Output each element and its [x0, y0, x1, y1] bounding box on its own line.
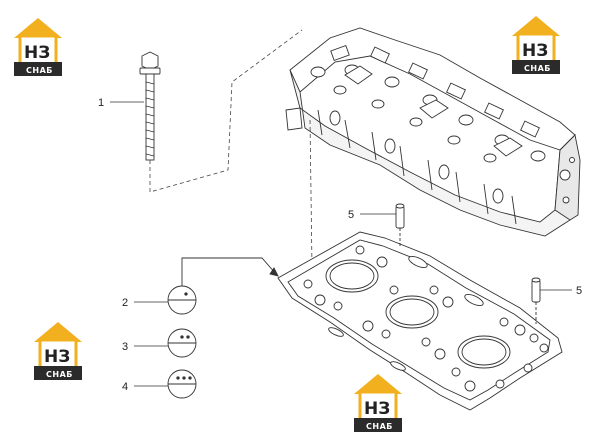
- logo-bottom-text: СНАБ: [26, 66, 53, 75]
- watermark-logo-mid-left: НЗ СНАБ: [34, 322, 82, 380]
- head-to-gasket-dashed: [309, 119, 313, 269]
- logo-top-text: НЗ: [364, 399, 390, 419]
- callout-2: 2: [122, 297, 128, 309]
- logo-bottom-text: СНАБ: [524, 64, 551, 73]
- callout-3: 3: [122, 341, 128, 353]
- dowel-pin-upper: [395, 203, 405, 246]
- gasket-variant-disc-3: [167, 328, 197, 358]
- bolt-guide-dashed: [149, 29, 303, 193]
- head-bolt: [139, 51, 161, 161]
- gasket-variant-disc-2: [167, 285, 197, 315]
- dowel-pin-lower: [531, 277, 541, 324]
- watermark-logo-top-left: НЗ СНАБ: [14, 18, 62, 76]
- leader-lines: [110, 101, 572, 387]
- variant-pointer: [181, 257, 279, 286]
- gasket-variant-disc-4: [167, 369, 197, 399]
- head-gasket: [277, 231, 563, 411]
- callout-4: 4: [122, 381, 128, 393]
- callout-5-upper: 5: [348, 209, 354, 221]
- logo-top-text: НЗ: [24, 43, 50, 63]
- callout-1: 1: [98, 97, 104, 109]
- logo-top-text: НЗ: [522, 41, 548, 61]
- callout-5-lower: 5: [576, 285, 582, 297]
- logo-bottom-text: СНАБ: [366, 422, 393, 431]
- cylinder-head: [285, 27, 581, 237]
- watermark-logo-bottom: НЗ СНАБ: [354, 374, 402, 432]
- watermark-logo-top-right: НЗ СНАБ: [512, 16, 560, 74]
- logo-bottom-text: СНАБ: [46, 370, 73, 379]
- logo-top-text: НЗ: [44, 347, 70, 367]
